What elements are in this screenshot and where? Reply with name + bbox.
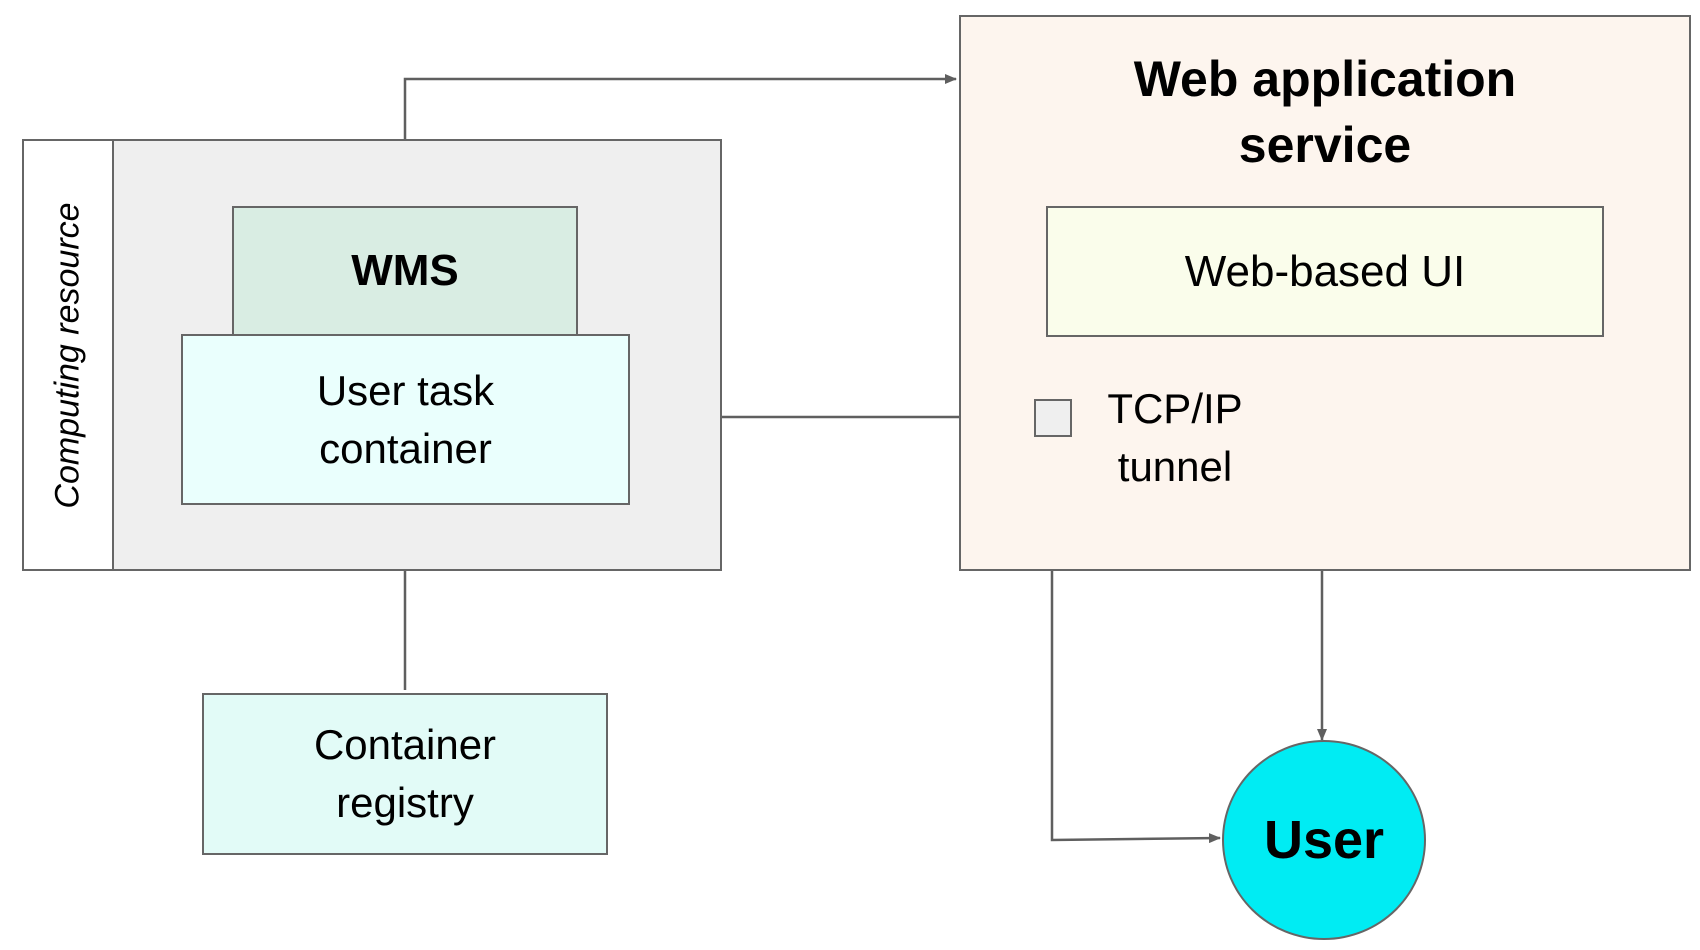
wms-box: WMS	[232, 206, 578, 336]
wms-label: WMS	[351, 246, 459, 295]
container-registry-label: Container registry	[313, 721, 497, 826]
web-based-ui-box: Web-based UI	[1046, 206, 1604, 337]
web-based-ui-label: Web-based UI	[1184, 246, 1466, 296]
container-registry-box: Container registry	[202, 693, 608, 855]
user-task-container-label: User task container	[316, 366, 495, 472]
user-node: User	[1222, 740, 1426, 940]
computing-resource-label: Computing resource	[48, 201, 87, 509]
user-task-container-box: User task container	[181, 334, 630, 505]
web-application-service-title: Web application service	[1133, 50, 1517, 173]
user-label: User	[1263, 810, 1385, 870]
computing-resource-label-box: Computing resource	[22, 139, 114, 571]
tcp-ip-tunnel-port	[1034, 399, 1072, 437]
tcp-ip-tunnel-label: TCP/IP tunnel	[1107, 385, 1243, 490]
